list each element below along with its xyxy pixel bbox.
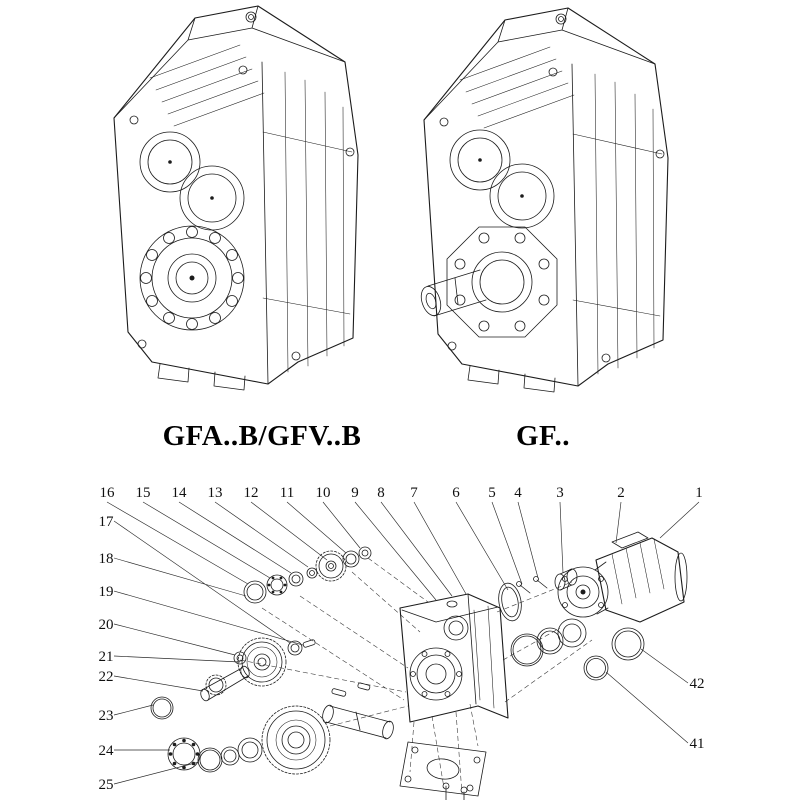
callout-22: 22 [99,669,114,685]
part-lock-nut [358,546,372,560]
input-bores-right [449,129,555,229]
callout-21: 21 [99,649,114,665]
callout-23: 23 [99,708,114,724]
callout-12: 12 [244,485,259,501]
callout-15: 15 [136,485,151,501]
part-ring-42 [611,627,645,661]
callout-5: 5 [488,485,496,501]
callout-10: 10 [316,485,331,501]
cooling-fins-right [459,46,575,129]
callout-3: 3 [556,485,564,501]
leader-lines [106,501,700,785]
part-output-gear [261,705,331,775]
part-washer-output [220,746,240,766]
gearbox-drawing-gfab [113,5,359,391]
part-key-19 [302,639,316,648]
part-spacer-input [306,567,318,579]
part-oring [510,633,544,667]
part-input-bearing [266,574,288,596]
motor-assembly [557,531,688,623]
model-label-gf: GF.. [516,420,570,452]
callout-6: 6 [452,485,460,501]
callout-9: 9 [351,485,359,501]
part-spacer-20 [233,651,247,665]
part-output-shaft [322,704,394,740]
gear-housing [399,593,509,723]
callout-41: 41 [690,736,705,752]
callout-7: 7 [410,485,418,501]
callout-19: 19 [99,584,114,600]
part-shaft-keys [331,682,371,697]
part-intermediate-gear [237,637,287,687]
part-circlip-25 [197,747,223,773]
callout-17: 17 [99,514,115,530]
callout-13: 13 [208,485,223,501]
callout-18: 18 [99,551,114,567]
part-circlip-23 [150,696,174,720]
part-oil-seal [557,618,587,648]
assembly-axis-lines [239,557,593,795]
part-washer-input [288,571,304,587]
part-washer-2 [342,550,360,568]
callout-8: 8 [377,485,385,501]
part-ring-41 [583,655,609,681]
part-retaining-ring-input [243,580,267,604]
part-pinion-shaft [200,665,250,702]
gearbox-drawing-gf [420,7,669,393]
callout-16: 16 [100,485,116,501]
exploded-view: 16 15 14 13 12 11 10 9 8 7 6 5 4 3 2 1 1… [99,485,705,800]
model-label-gfab: GFA..B/GFV..B [163,420,362,452]
input-bores-left [139,131,245,231]
part-bolt-b [533,576,548,589]
part-bolt-a [516,581,531,594]
cooling-fins-left [149,44,265,127]
part-output-bearing [167,737,201,771]
callout-4: 4 [514,485,522,501]
part-ring-b [536,627,564,655]
callout-11: 11 [280,485,294,501]
part-input-gear [315,550,347,582]
callout-2: 2 [617,485,625,501]
output-flange-shaft [420,226,558,338]
output-bearing-left [139,225,245,331]
callout-14: 14 [172,485,188,501]
part-gasket [498,582,522,622]
part-washer-17 [287,640,303,656]
part-cover-plate [399,741,487,797]
callout-42: 42 [690,676,705,692]
callout-1: 1 [695,485,703,501]
callout-25: 25 [99,777,114,793]
part-cover-bolts [442,782,468,800]
part-seal-output [237,737,263,763]
callout-numbers: 16 15 14 13 12 11 10 9 8 7 6 5 4 3 2 1 1… [99,485,705,793]
callout-24: 24 [99,743,115,759]
callout-20: 20 [99,617,114,633]
